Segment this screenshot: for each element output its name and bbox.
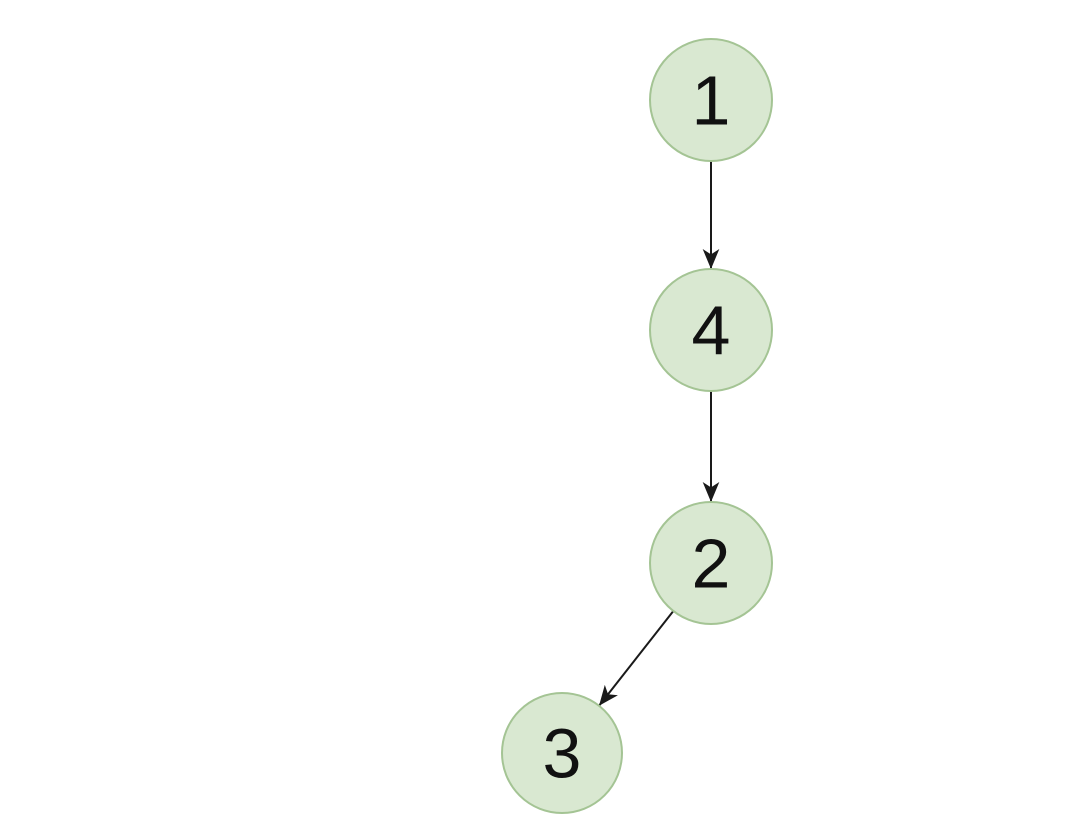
graph-node-1[interactable]: 1 (649, 38, 773, 162)
node-circle-3[interactable] (501, 692, 623, 814)
graph-node-3[interactable]: 3 (501, 692, 623, 814)
graph-node-4[interactable]: 4 (649, 268, 773, 392)
node-circle-2[interactable] (649, 501, 773, 625)
edge-2-3 (598, 610, 675, 707)
node-circle-4[interactable] (649, 268, 773, 392)
nodes-layer: 1 4 23 (501, 38, 773, 814)
node-circle-1[interactable] (649, 38, 773, 162)
edges-layer (598, 161, 720, 707)
graph-node-2[interactable]: 2 (649, 501, 773, 625)
